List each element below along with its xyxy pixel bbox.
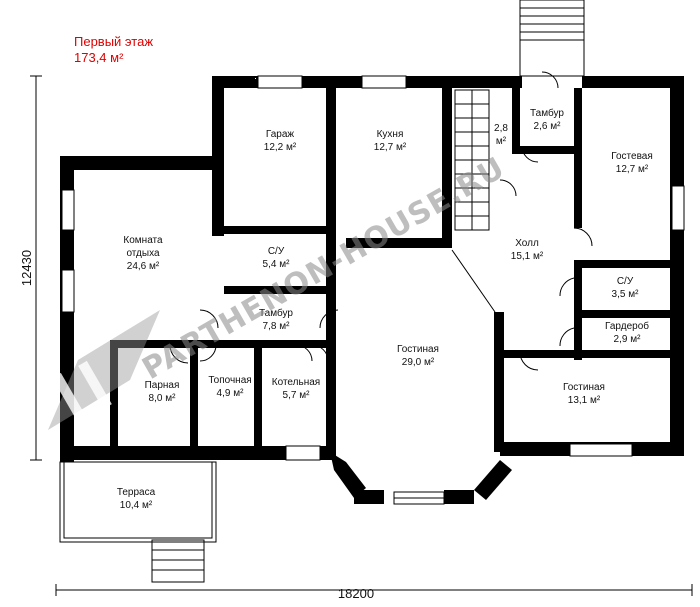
guest-area: 12,7 м² xyxy=(616,164,649,175)
sauna-name: Парная xyxy=(145,380,180,391)
windows xyxy=(61,75,685,505)
terrace-area: 10,4 м² xyxy=(120,500,153,511)
vestibule-mid-name: Тамбур xyxy=(259,307,293,319)
watermark-text: PARTHENON-HOUSE.RU xyxy=(137,150,512,386)
walls xyxy=(60,76,684,504)
boiler-area: 5,7 м² xyxy=(283,390,311,401)
living-small-name: Гостиная xyxy=(563,382,605,393)
rest-room-name: Комната xyxy=(123,235,163,246)
bath-right-name: С/У xyxy=(617,276,634,287)
hall-area: 15,1 м² xyxy=(511,251,544,262)
dimension-labels: 18200 12430 xyxy=(19,250,374,601)
room-labels: Гараж 12,2 м² Кухня 12,7 м² 2,8 м² Тамбу… xyxy=(117,107,653,511)
terrace-name: Терраса xyxy=(117,487,156,498)
width-dimension: 18200 xyxy=(338,586,374,601)
furnace-name: Топочная xyxy=(208,375,251,386)
living-main-name: Гостиная xyxy=(397,344,439,355)
vestibule-top-area: 2,6 м² xyxy=(534,121,562,132)
guest-name: Гостевая xyxy=(611,151,653,162)
bath-left-area: 5,4 м² xyxy=(263,259,291,270)
living-main-area: 29,0 м² xyxy=(402,357,435,368)
garage-area: 12,2 м² xyxy=(264,142,297,153)
garage-name: Гараж xyxy=(266,129,295,140)
floor-area: 173,4 м² xyxy=(74,50,124,65)
kitchen-area: 12,7 м² xyxy=(374,142,407,153)
rest-room-name2: отдыха xyxy=(126,248,160,259)
hall-name: Холл xyxy=(515,238,539,249)
stairs-value: 2,8 xyxy=(494,123,508,134)
wardrobe-area: 2,9 м² xyxy=(614,334,642,345)
furnace-area: 4,9 м² xyxy=(217,388,245,399)
bath-right-area: 3,5 м² xyxy=(612,289,640,300)
vestibule-mid-area: 7,8 м² xyxy=(263,321,291,332)
boiler-name: Котельная xyxy=(272,377,320,388)
floor-title: Первый этаж xyxy=(74,34,154,49)
watermark-logo xyxy=(48,310,160,430)
rest-room-area: 24,6 м² xyxy=(127,261,160,272)
wardrobe-name: Гардероб xyxy=(605,320,649,332)
height-dimension: 12430 xyxy=(19,250,34,286)
stairs-unit: м² xyxy=(496,136,507,147)
bath-left-name: С/У xyxy=(268,246,285,257)
living-small-area: 13,1 м² xyxy=(568,395,601,406)
floor-title-block: Первый этаж 173,4 м² xyxy=(74,34,153,66)
sauna-area: 8,0 м² xyxy=(149,393,177,404)
vestibule-top-name: Тамбур xyxy=(530,107,564,119)
kitchen-name: Кухня xyxy=(377,129,404,140)
